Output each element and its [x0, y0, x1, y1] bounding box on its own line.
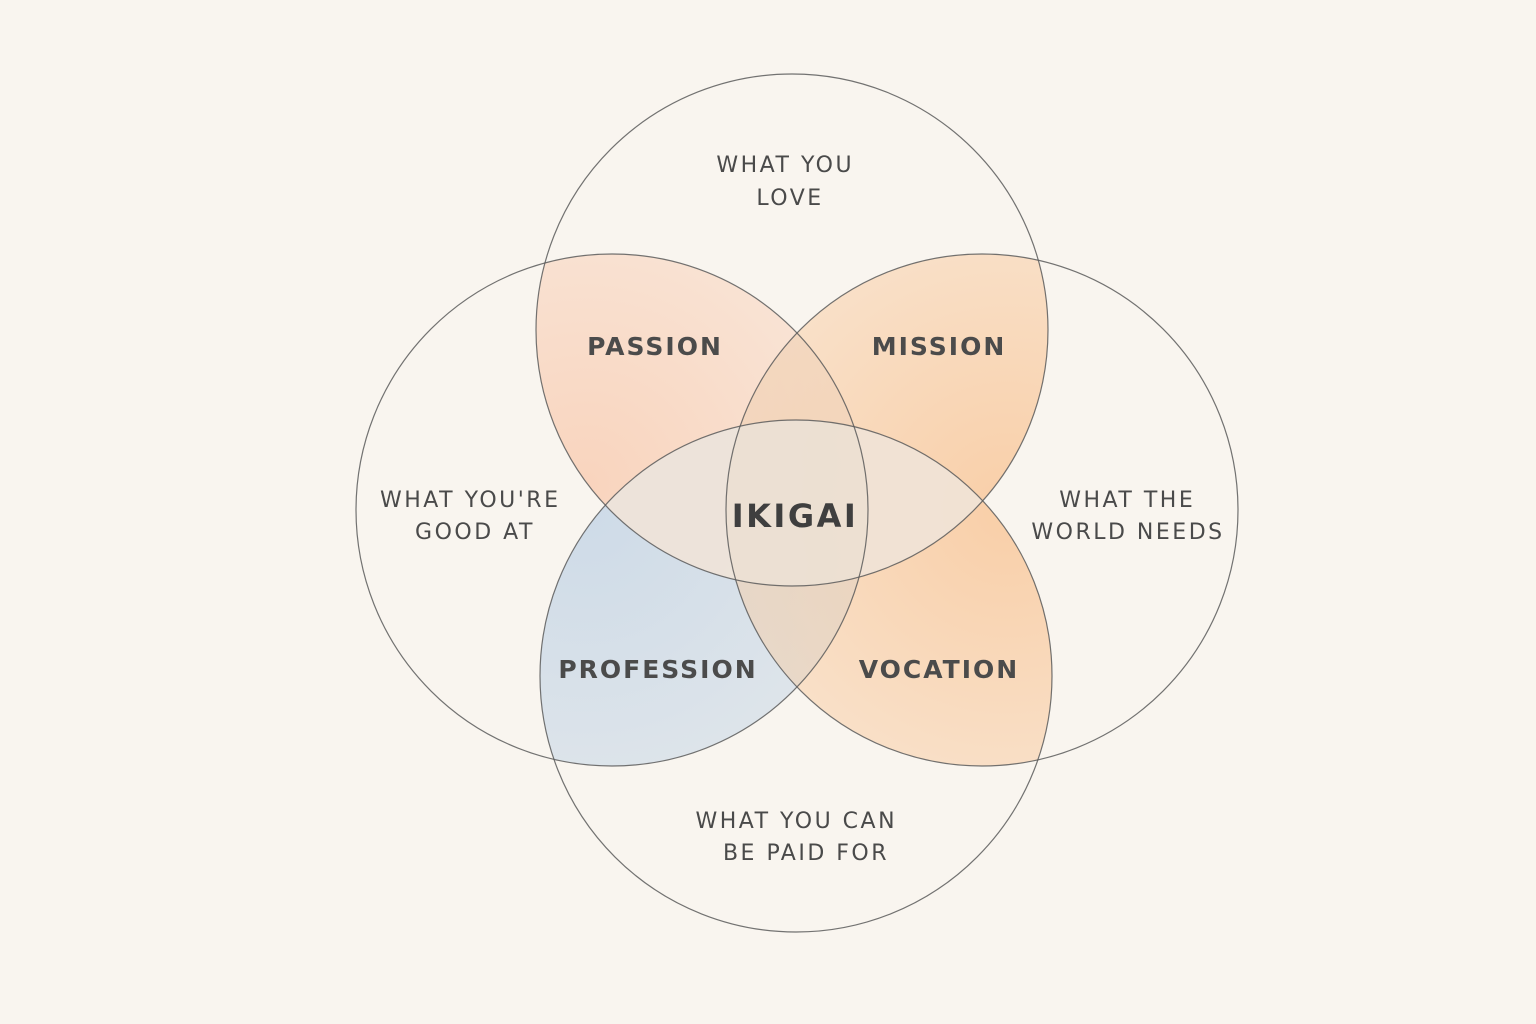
- circle-what-you-can-be-paid-for: [539, 419, 1053, 933]
- label-what-you-can-be-paid-for: WHAT YOU CAN BE PAID FOR: [695, 809, 906, 866]
- label-passion: PASSION: [587, 332, 723, 361]
- vocation-region: [726, 420, 1052, 766]
- label-profession: PROFESSION: [558, 655, 757, 684]
- ikigai-center-region: [726, 310, 868, 710]
- label-ikigai: IKIGAI: [732, 497, 859, 535]
- label-what-you-love: WHAT YOU LOVE: [716, 153, 863, 211]
- label-vocation: VOCATION: [859, 655, 1019, 684]
- ikigai-core-region: [540, 420, 1048, 586]
- circle-what-the-world-needs: [725, 253, 1239, 767]
- circle-what-you-love: [535, 73, 1049, 587]
- label-mission: MISSION: [872, 332, 1007, 361]
- circle-what-youre-good-at: [355, 253, 869, 767]
- label-what-youre-good-at: WHAT YOU'RE GOOD AT: [380, 488, 570, 545]
- circle-outlines: [355, 73, 1239, 933]
- label-what-the-world-needs: WHAT THE WORLD NEEDS: [1031, 488, 1224, 545]
